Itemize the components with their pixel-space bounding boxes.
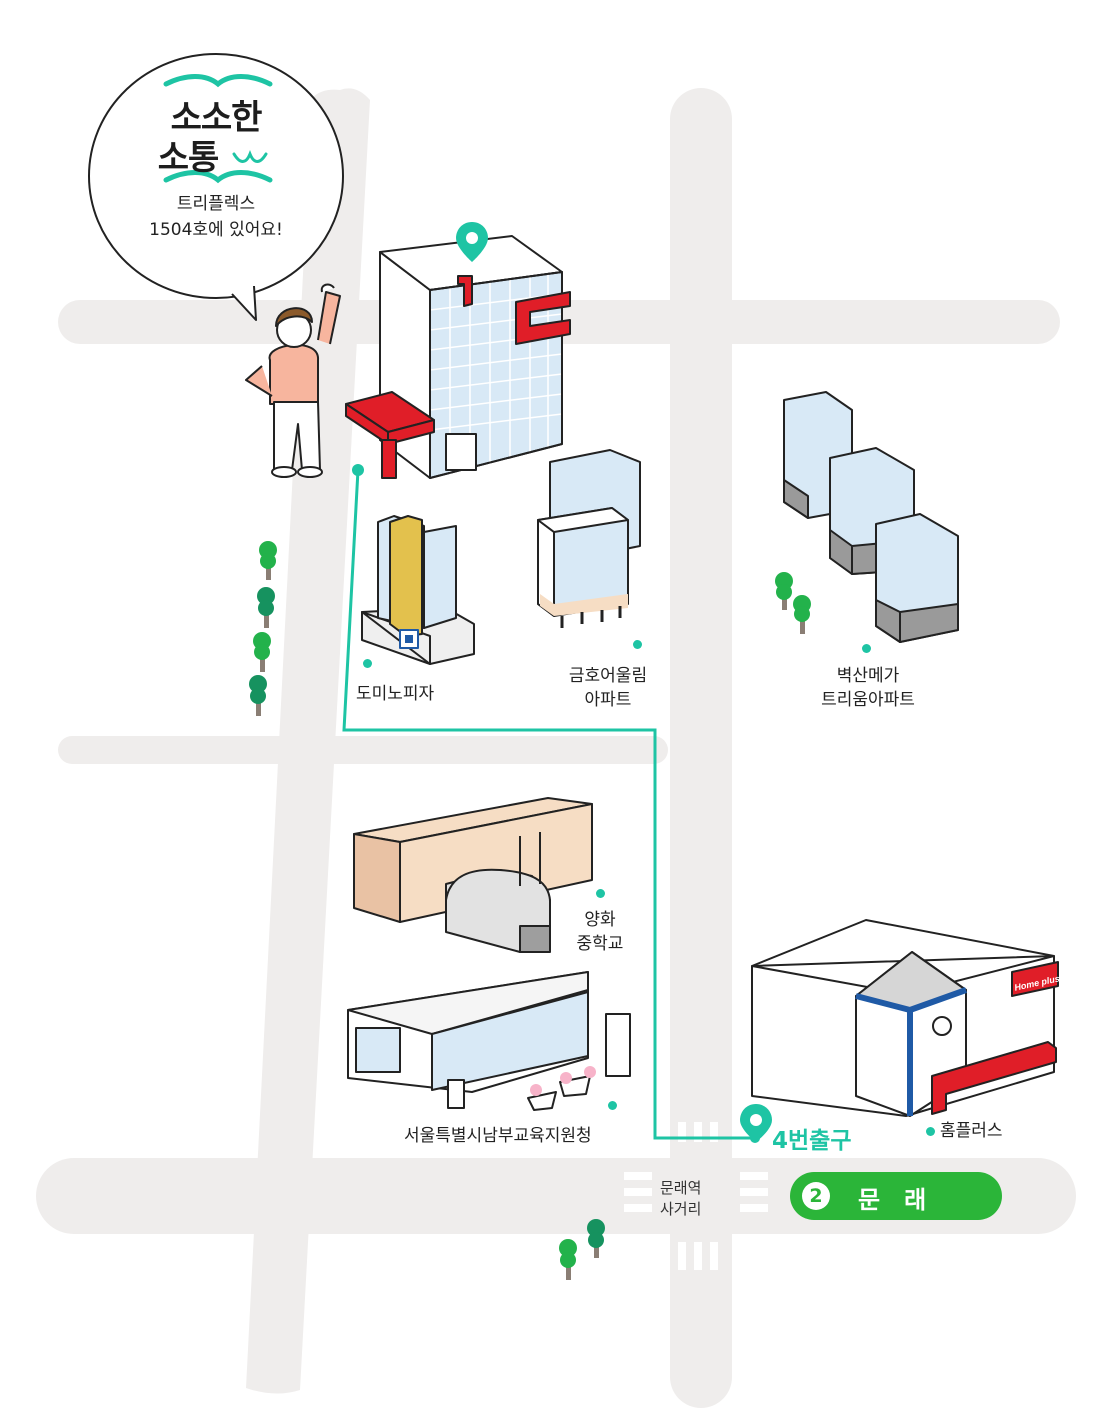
byeoksan-label[interactable]: 벽산메가 트리움아파트 — [800, 664, 936, 712]
homeplus-label[interactable]: 홈플러스 — [940, 1121, 1003, 1141]
exit-label[interactable]: 4번출구 — [772, 1128, 852, 1154]
logo-line-2: 소통 — [157, 138, 220, 178]
byeoksan-apartment — [783, 391, 959, 643]
tree-icon — [587, 1219, 605, 1258]
yanghwa-label-line-2: 중학교 — [576, 934, 624, 954]
dominos-building — [361, 515, 475, 665]
geumho-label-line-2: 아파트 — [584, 690, 632, 710]
exit-pin-icon — [740, 1104, 772, 1142]
mullae-station-badge[interactable]: 2 문래 — [790, 1172, 1002, 1220]
education-office-building — [347, 971, 631, 1111]
triplex-building[interactable] — [345, 235, 571, 479]
tree-icon — [249, 675, 267, 716]
intersection-label-line-1: 문래역 — [660, 1179, 702, 1197]
tree-icon — [257, 587, 275, 628]
office-dot — [608, 1101, 617, 1110]
byeoksan-label-line-2: 트리움아파트 — [821, 690, 915, 710]
yanghwa-label-line-1: 양화 — [584, 910, 616, 930]
dominos-dot — [363, 659, 372, 668]
message-line-2: 1504호에 있어요! — [149, 220, 283, 240]
tree-icon — [259, 541, 277, 580]
message-line-1: 트리플렉스 — [176, 194, 256, 214]
location-pin-icon — [456, 222, 488, 262]
geumho-apartment — [537, 449, 641, 628]
office-label[interactable]: 서울특별시남부교육지원청 — [404, 1126, 592, 1146]
dominos-label[interactable]: 도미노피자 — [356, 684, 435, 704]
homeplus-dot — [926, 1127, 935, 1136]
tree-icon — [253, 632, 271, 672]
route-start-dot — [352, 464, 364, 476]
tree-icon — [793, 595, 811, 634]
crosswalks — [624, 1122, 768, 1270]
yanghwa-label[interactable]: 양화 중학교 — [560, 908, 640, 956]
geumho-label[interactable]: 금호어울림 아파트 — [548, 664, 668, 712]
byeoksan-dot — [862, 644, 871, 653]
byeoksan-label-line-1: 벽산메가 — [836, 666, 900, 686]
yanghwa-dot — [596, 889, 605, 898]
trees — [249, 541, 811, 1280]
intersection-label: 문래역 사거리 — [660, 1178, 701, 1220]
logo-line-1: 소소한 — [170, 98, 263, 138]
roads — [36, 88, 1076, 1408]
route-line — [342, 469, 755, 1140]
geumho-label-line-1: 금호어울림 — [568, 666, 648, 686]
intersection-label-line-2: 사거리 — [660, 1200, 702, 1218]
homeplus-building — [751, 919, 1059, 1117]
station-name: 문래 — [858, 1186, 951, 1214]
tree-icon — [559, 1239, 577, 1280]
yanghwa-middle-school — [353, 797, 593, 953]
speech-bubble — [88, 53, 344, 321]
tree-icon — [775, 572, 793, 610]
speech-bubble-text: 소소한 소통 트리플렉스 1504호에 있어요! — [88, 58, 344, 300]
line-number-badge: 2 — [802, 1182, 830, 1210]
character-illustration — [245, 283, 341, 478]
geumho-dot — [633, 640, 642, 649]
